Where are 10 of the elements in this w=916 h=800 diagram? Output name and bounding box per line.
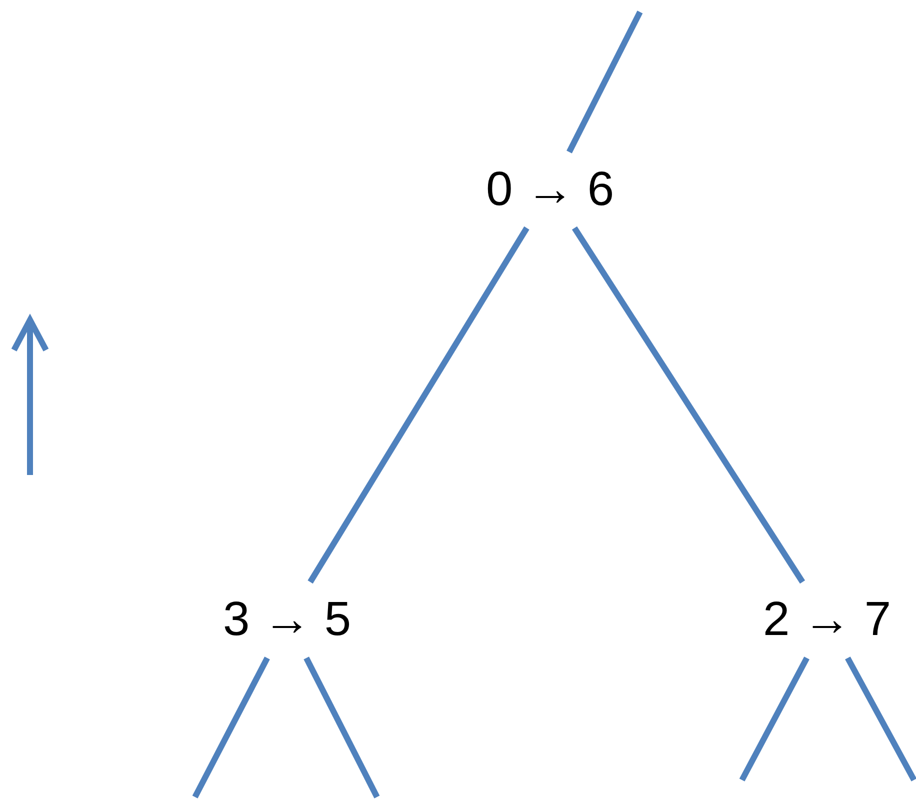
connector-line: [572, 226, 806, 584]
node-label: 3 → 5: [218, 582, 356, 658]
connector-line: [845, 656, 916, 782]
connector-line: [304, 656, 380, 798]
node-label: 2 → 7: [758, 582, 896, 658]
connector-line: [192, 656, 270, 798]
connector-line: [308, 226, 530, 584]
node-label: 0 → 6: [482, 152, 618, 228]
connector-line: [566, 10, 643, 154]
connector-line: [739, 656, 810, 782]
